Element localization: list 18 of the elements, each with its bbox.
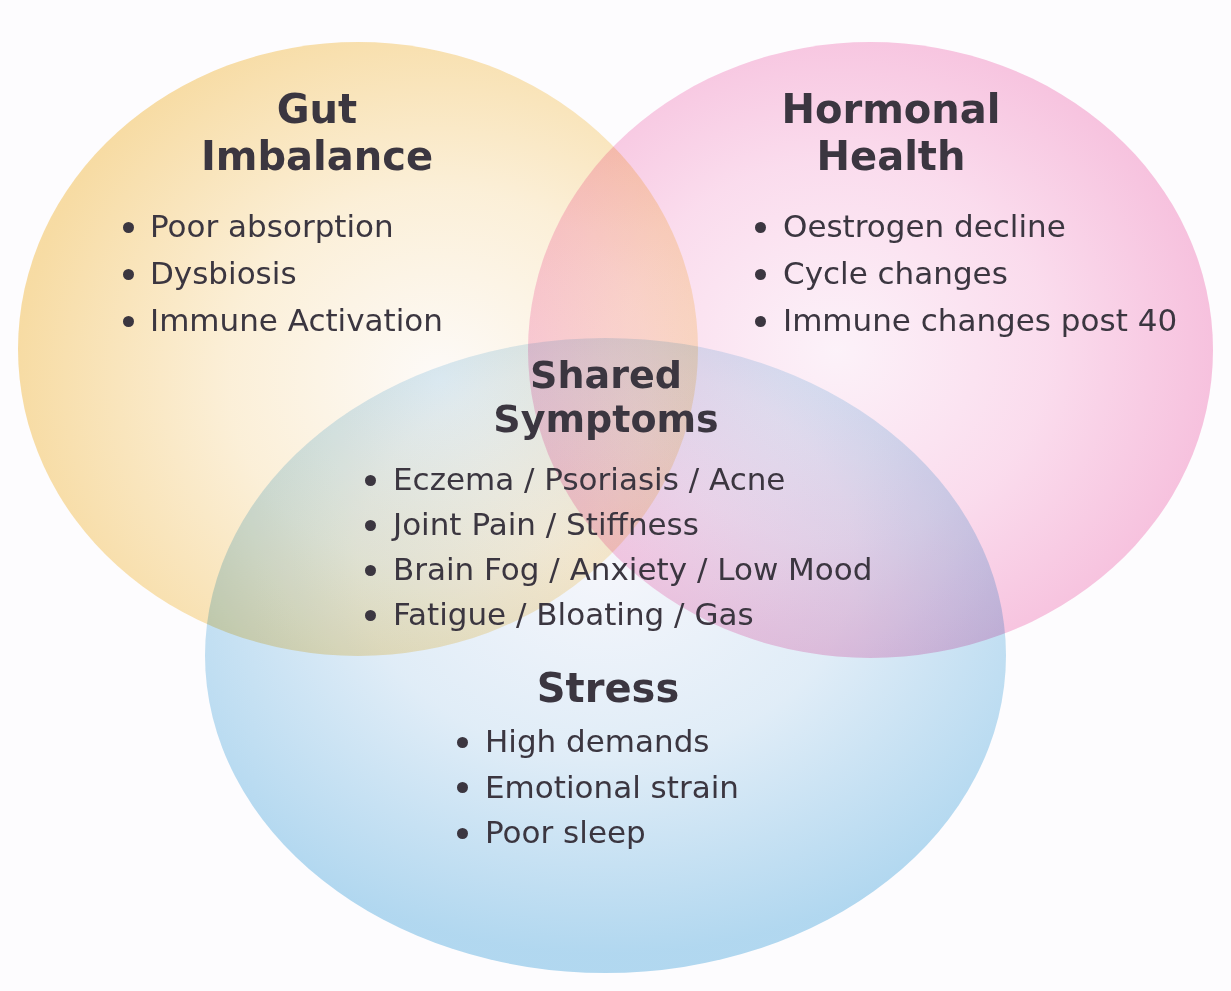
list-item-text: Immune Activation [150,302,443,338]
list-item-text: Poor absorption [150,208,394,244]
heading: Stress [535,665,681,712]
list-item-text: Cycle changes [783,255,1008,291]
list-item-text: Joint Pain / Stiffness [393,506,699,542]
list-item-text: Brain Fog / Anxiety / Low Mood [393,551,873,587]
list-item-text: Poor sleep [485,814,646,850]
list-item-text: Emotional strain [485,768,739,805]
list-item-text: Dysbiosis [150,255,297,291]
list-item-text: Eczema / Psoriasis / Acne [393,461,786,497]
list-item-text: Immune changes post 40 [783,302,1178,338]
venn-circle [205,338,1006,973]
list-item-text: High demands [485,723,710,759]
heading: Hormonal Health [780,86,1002,180]
list-item-text: Oestrogen decline [783,208,1066,244]
heading: Gut Imbalance [199,86,435,180]
list-item-text: Fatigue / Bloating / Gas [393,596,754,632]
heading: Shared Symptoms [492,353,720,441]
